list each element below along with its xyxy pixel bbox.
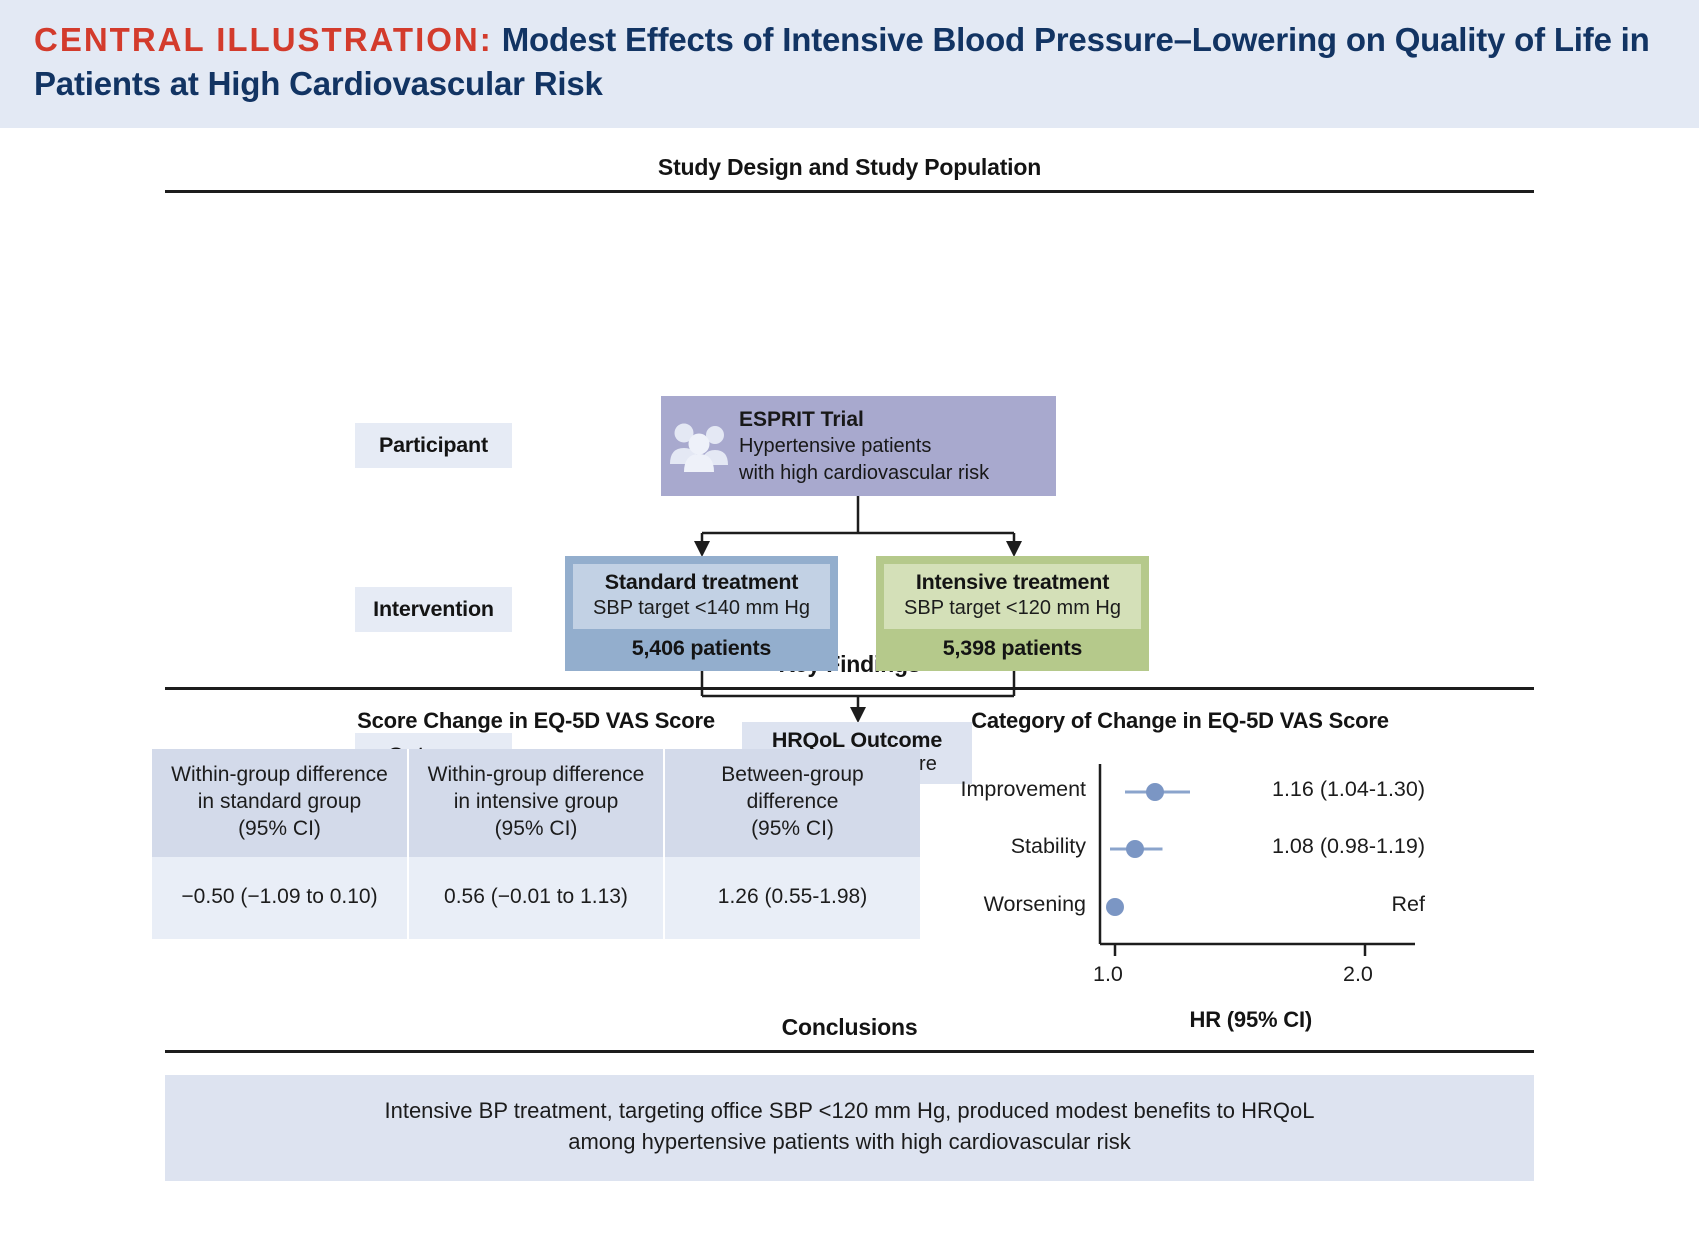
standard-treatment-title: Standard treatment — [604, 569, 799, 594]
forest-row-label-worsening: Worsening — [983, 891, 1086, 916]
category-change-title: Category of Change in EQ-5D VAS Score — [971, 707, 1389, 733]
study-design-heading: Study Design and Study Population — [657, 153, 1042, 180]
forest-value-improvement: 1.16 (1.04-1.30) — [1272, 776, 1425, 801]
row-label-participant: Participant — [355, 422, 512, 468]
study-design-rule — [165, 189, 1534, 193]
study-design-section: Study Design and Study Population Partic… — [0, 153, 1699, 784]
conclusion-line-1: Intensive BP treatment, targeting office… — [384, 1097, 1315, 1123]
participant-text: ESPRIT Trial Hypertensive patients with … — [739, 406, 995, 487]
key-findings-section: Key Findings Score Change in EQ-5D VAS S… — [0, 650, 1699, 1032]
outcome-title: HRQoL Outcome — [771, 727, 943, 752]
people-group-icon — [661, 396, 739, 496]
score-change-panel: Score Change in EQ-5D VAS Score Within-g… — [152, 708, 920, 940]
x-axis-title: HR (95% CI) — [1189, 1006, 1313, 1032]
forest-value-stability: 1.08 (0.98-1.19) — [1272, 833, 1425, 858]
forest-plot: Improvement Stability Worsening 1.16 (1.… — [935, 744, 1425, 1032]
standard-treatment-subtitle: SBP target <140 mm Hg — [593, 596, 810, 619]
conclusion-box: Intensive BP treatment, targeting office… — [165, 1074, 1534, 1182]
intensive-treatment-box: Intensive treatment SBP target <120 mm H… — [876, 555, 1149, 671]
conclusions-heading: Conclusions — [781, 1013, 918, 1040]
participant-line-1: Hypertensive patients — [739, 435, 932, 458]
trial-name: ESPRIT Trial — [739, 407, 864, 431]
category-change-panel: Category of Change in EQ-5D VAS Score Im… — [935, 707, 1425, 1032]
key-findings-heading: Key Findings — [778, 650, 921, 677]
cell-standard-value: −0.50 (−1.09 to 0.10) — [152, 857, 409, 940]
x-axis-tick-1: 1.0 — [1093, 961, 1123, 986]
participant-box: ESPRIT Trial Hypertensive patients with … — [661, 395, 1056, 496]
participant-line-2: with high cardiovascular risk — [739, 461, 990, 484]
intensive-treatment-inner: Intensive treatment SBP target <120 mm H… — [884, 563, 1141, 629]
forest-row-label-improvement: Improvement — [960, 776, 1086, 801]
conclusions-rule — [165, 1049, 1534, 1053]
x-axis-tick-2: 2.0 — [1343, 961, 1373, 986]
intensive-treatment-count: 5,398 patients — [942, 635, 1083, 660]
cell-intensive-value: 0.56 (−0.01 to 1.13) — [408, 857, 665, 940]
forest-row-label-stability: Stability — [1010, 833, 1086, 858]
cell-between-value: 1.26 (0.55-1.98) — [664, 857, 920, 940]
conclusion-line-2: among hypertensive patients with high ca… — [568, 1128, 1131, 1154]
forest-value-worsening: Ref — [1391, 891, 1425, 916]
key-findings-body: Score Change in EQ-5D VAS Score Within-g… — [0, 707, 1699, 1032]
intensive-treatment-subtitle: SBP target <120 mm Hg — [904, 596, 1121, 619]
header-title-text: Modest Effects of Intensive Blood Pressu… — [34, 21, 1650, 102]
standard-treatment-box: Standard treatment SBP target <140 mm Hg… — [565, 555, 838, 671]
intensive-treatment-title: Intensive treatment — [915, 569, 1110, 594]
standard-treatment-inner: Standard treatment SBP target <140 mm Hg — [573, 563, 830, 629]
conclusions-section: Conclusions Intensive BP treatment, targ… — [0, 1013, 1699, 1182]
score-change-title: Score Change in EQ-5D VAS Score — [357, 707, 715, 733]
page-title: CENTRAL ILLUSTRATION: Modest Effects of … — [34, 18, 1665, 106]
standard-treatment-count: 5,406 patients — [631, 635, 772, 660]
forest-plot-svg — [1098, 763, 1415, 956]
study-design-diagram: Participant Intervention Outcome ESPRIT … — [0, 199, 1699, 784]
row-label-intervention: Intervention — [355, 586, 512, 632]
table-row: −0.50 (−1.09 to 0.10) 0.56 (−0.01 to 1.1… — [152, 857, 920, 940]
header-band: CENTRAL ILLUSTRATION: Modest Effects of … — [0, 0, 1699, 128]
key-findings-rule — [165, 686, 1534, 690]
central-illustration-prefix: CENTRAL ILLUSTRATION: — [34, 21, 493, 58]
